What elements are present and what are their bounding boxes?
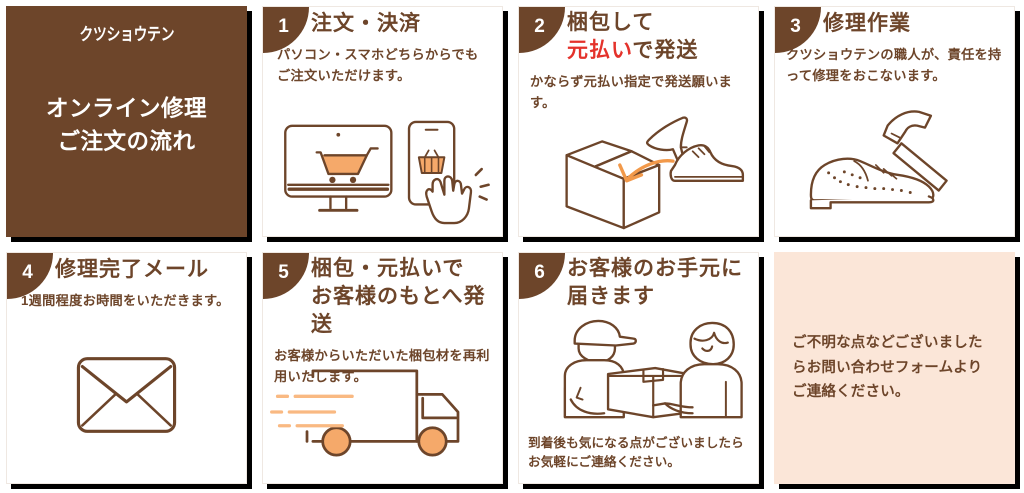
page-title: オンライン修理 ご注文の流れ — [46, 92, 207, 159]
step-5-panel: 5 梱包・元払いで お客様のもとへ発送 お客様からいただいた梱包材を再利用いたし… — [262, 252, 503, 484]
step-1-number-badge: 1 — [263, 7, 309, 53]
step-2-body: かならず元払い指定で発送願います。 — [530, 73, 733, 111]
step-2-cell: 2 梱包して 元払いで発送 かならず元払い指定で発送願います。 — [512, 0, 768, 246]
brand-cell: クツショウテン オンライン修理 ご注文の流れ — [0, 0, 256, 246]
envelope-icon — [7, 345, 246, 449]
step-6-heading: お客様のお手元に 届きます — [567, 255, 758, 311]
step-5-heading: 梱包・元払いで お客様のもとへ発送 — [311, 255, 502, 339]
step-5-heading-line1: 梱包・元払いで — [311, 257, 465, 280]
step-2-heading-rest: で発送 — [632, 38, 699, 62]
step-6-cell: 6 お客様のお手元に 届きます — [512, 246, 768, 493]
step-3-cell: 3 修理作業 クツショウテンの職人が、責任を持って修理をおこないます。 — [768, 0, 1024, 246]
step-2-number-badge: 2 — [519, 7, 565, 53]
step-2-heading-highlight: 元払い — [567, 38, 633, 62]
step-6-heading-line2: 届きます — [567, 284, 655, 308]
step-2-panel: 2 梱包して 元払いで発送 かならず元払い指定で発送願います。 — [518, 6, 759, 237]
step-6-footer: 到着後も気になる点がございましたらお気軽にご連絡ください。 — [528, 435, 744, 470]
step-4-body: 1週間程度お時間をいただきます。 — [21, 292, 230, 308]
page-title-line1: オンライン修理 — [45, 96, 207, 121]
courier-handover-box-icon — [519, 319, 758, 427]
page-title-line2: ご注文の流れ — [57, 129, 196, 155]
brand-panel: クツショウテン オンライン修理 ご注文の流れ — [6, 6, 247, 237]
note-cell: ご不明な点などございましたらお問い合わせフォームよりご連絡ください。 — [768, 246, 1024, 493]
step-5-heading-line2: お客様のもとへ発送 — [311, 284, 486, 336]
contact-note-panel: ご不明な点などございましたらお問い合わせフォームよりご連絡ください。 — [774, 252, 1015, 484]
step-3-heading: 修理作業 — [823, 12, 911, 35]
step-6-heading-line1: お客様のお手元に — [567, 257, 743, 280]
step-5-number-badge: 5 — [263, 253, 309, 299]
step-2-heading: 梱包して 元払いで発送 — [567, 9, 758, 65]
monitor-cart-smartphone-hand-icon — [263, 118, 502, 228]
step-3-body: クツショウテンの職人が、責任を持って修理をおこないます。 — [786, 46, 1002, 84]
hammer-shoe-icon — [775, 104, 1014, 222]
step-6-panel: 6 お客様のお手元に 届きます — [518, 252, 759, 484]
box-shoes-arrow-icon — [519, 104, 758, 232]
step-1-panel: 1 注文・決済 パソコン・スマホどちらからでもご注文いただけます。 — [262, 6, 503, 237]
step-6-number-badge: 6 — [519, 253, 565, 299]
step-4-cell: 4 修理完了メール 1週間程度お時間をいただきます。 — [0, 246, 256, 493]
contact-note-text: ご不明な点などございましたらお問い合わせフォームよりご連絡ください。 — [792, 334, 983, 401]
step-5-cell: 5 梱包・元払いで お客様のもとへ発送 お客様からいただいた梱包材を再利用いたし… — [256, 246, 512, 493]
step-1-body: パソコン・スマホどちらからでもご注文いただけます。 — [277, 46, 479, 84]
step-3-panel: 3 修理作業 クツショウテンの職人が、責任を持って修理をおこないます。 — [774, 6, 1015, 237]
delivery-truck-icon — [263, 363, 502, 463]
step-4-heading: 修理完了メール — [55, 258, 209, 281]
brand-logo: クツショウテン — [79, 25, 174, 44]
step-1-heading: 注文・決済 — [311, 12, 421, 35]
step-2-heading-line2: 元払いで発送 — [567, 37, 752, 65]
step-4-panel: 4 修理完了メール 1週間程度お時間をいただきます。 — [6, 252, 247, 484]
step-2-heading-line1: 梱包して — [567, 11, 655, 34]
step-5-body: お客様からいただいた梱包材を再利用いたします。 — [274, 347, 490, 385]
step-1-cell: 1 注文・決済 パソコン・スマホどちらからでもご注文いただけます。 — [256, 0, 512, 246]
